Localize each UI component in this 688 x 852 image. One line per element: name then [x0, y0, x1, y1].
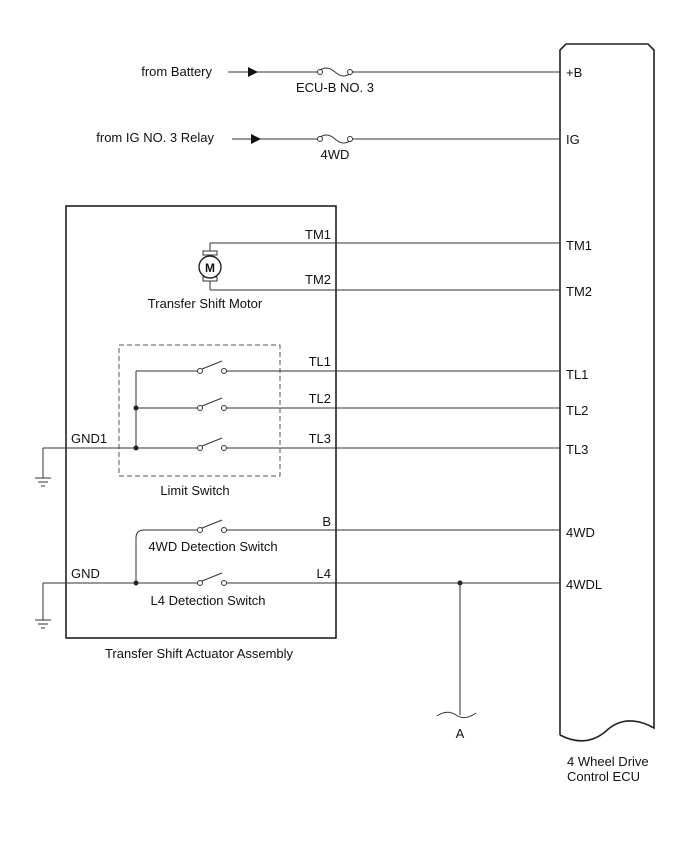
- 4wd-detection-switch: [135, 519, 560, 583]
- ecu-name-line1: 4 Wheel Drive: [567, 754, 649, 769]
- source-ig-relay-label: from IG NO. 3 Relay: [96, 130, 214, 145]
- limit-switch-tl2: [136, 397, 560, 411]
- motor-icon: M: [198, 243, 222, 290]
- connector-a-label: A: [456, 726, 465, 741]
- fuse-ecu-b: [317, 67, 353, 77]
- ground-icon: [35, 477, 51, 487]
- fuse-ecu-b-label: ECU-B NO. 3: [296, 80, 374, 95]
- ecu-terminal-b: +B: [566, 65, 582, 80]
- limit-switch-tl1: [136, 360, 560, 374]
- pin-tl3: TL3: [309, 431, 331, 446]
- ecu-terminal-4wd: 4WD: [566, 525, 595, 540]
- limit-switch-box: [118, 344, 281, 477]
- pin-l4: L4: [317, 566, 331, 581]
- pin-tl2: TL2: [309, 391, 331, 406]
- wire-break-icon: [436, 711, 477, 719]
- limit-switch-label: Limit Switch: [160, 483, 229, 498]
- 4wd-switch-label: 4WD Detection Switch: [148, 539, 277, 554]
- pin-gnd: GND: [71, 566, 100, 581]
- battery-arrow: [248, 67, 258, 77]
- fuse-4wd-label: 4WD: [321, 147, 350, 162]
- ecu-name-line2: Control ECU: [567, 769, 640, 784]
- pin-tm2: TM2: [305, 272, 331, 287]
- pin-tm1: TM1: [305, 227, 331, 242]
- ecu-terminal-ig: IG: [566, 132, 580, 147]
- ecu-terminal-tl1: TL1: [566, 367, 588, 382]
- ground-icon: [35, 619, 51, 629]
- ecu-terminal-tl2: TL2: [566, 403, 588, 418]
- ecu-body: [559, 43, 655, 742]
- fuse-4wd: [317, 134, 353, 144]
- ecu-terminal-tm1: TM1: [566, 238, 592, 253]
- pin-tl1: TL1: [309, 354, 331, 369]
- pin-b: B: [322, 514, 331, 529]
- ecu-terminal-4wdl: 4WDL: [566, 577, 602, 592]
- motor-symbol: M: [205, 261, 215, 275]
- motor-label: Transfer Shift Motor: [148, 296, 263, 311]
- source-battery-label: from Battery: [141, 64, 212, 79]
- ig-arrow: [251, 134, 261, 144]
- actuator-box: [65, 205, 337, 639]
- l4-switch-label: L4 Detection Switch: [151, 593, 266, 608]
- junction-tl2: [133, 405, 139, 411]
- ecu-terminal-tm2: TM2: [566, 284, 592, 299]
- actuator-name: Transfer Shift Actuator Assembly: [105, 646, 294, 661]
- ecu-terminal-tl3: TL3: [566, 442, 588, 457]
- l4-detection-switch: [136, 572, 560, 586]
- limit-switch-tl3: [136, 437, 560, 451]
- pin-gnd1: GND1: [71, 431, 107, 446]
